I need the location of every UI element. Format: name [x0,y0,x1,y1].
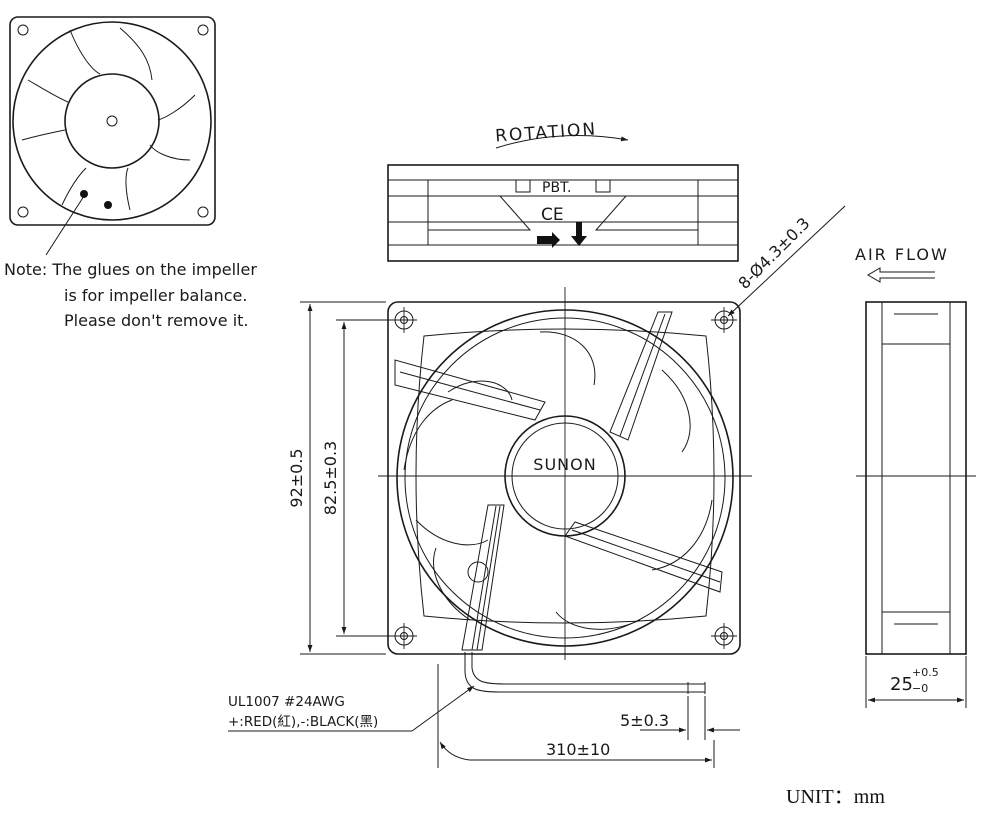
material-label: PBT. [542,180,571,196]
spoke-bottom-wire-channel [461,504,505,651]
wire-spec-line-2: +:RED(紅),-:BLACK(黑) [228,714,378,730]
note-line-1: Note: The glues on the impeller [4,260,257,279]
rotation-label: ROTATION [495,119,598,146]
hole-callout-leader [727,205,846,317]
air-flow-label: AIR FLOW [855,245,949,264]
thickness-dim: 25 [890,674,913,695]
thickness-minus-tol: −0 [912,682,928,695]
wire-length-dim: 310±10 [546,740,610,759]
lead-wires [464,652,706,694]
ce-mark: CE [541,205,564,225]
brand-label: SUNON [533,455,596,474]
air-flow-arrow [867,267,935,283]
right-side-view: AIR FLOW 25 +0.5 −0 [855,245,976,708]
outer-frame-dim: 92±0.5 [287,448,306,507]
wire-spec-line-1: UL1007 #24AWG [228,694,345,710]
rotation-arrow [495,135,629,149]
unit-label: UNIT：mm [786,786,885,808]
airflow-direction-icon [537,232,560,248]
spoke-left [394,359,546,421]
rotation-direction-icon [571,222,587,246]
wire-leader [411,685,475,732]
hole-spec-label: 8-Ø4.3±0.3 [734,214,813,293]
top-side-view: ROTATION PBT. CE [387,119,739,262]
thickness-plus-tol: +0.5 [912,666,939,679]
hole-pitch-dim: 82.5±0.3 [321,441,340,515]
spoke-bottom-right [564,521,723,593]
spoke-top-right [609,311,673,441]
mount-hole-top-right [711,307,737,333]
motor-hub [504,415,626,537]
note-line-3: Please don't remove it. [64,311,249,330]
mount-hole-bottom-right [711,623,737,649]
note-line-2: is for impeller balance. [64,286,247,305]
note-leader [45,195,85,256]
rear-view [9,16,216,256]
wire-strip-dim: 5±0.3 [620,711,669,730]
impeller-blades [403,331,713,630]
front-view: SUNON 8-Ø4.3±0.3 92±0.5 82.5±0.3 [287,205,846,694]
